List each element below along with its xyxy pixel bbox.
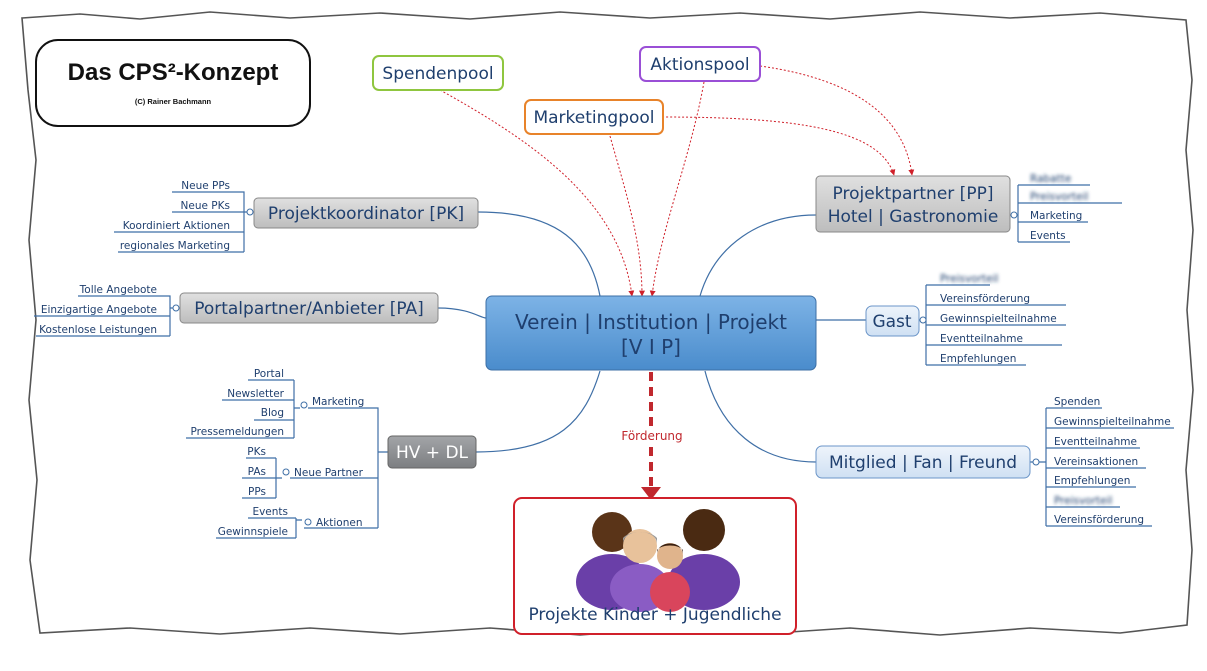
foerderung-label: Förderung bbox=[621, 429, 682, 443]
pa-item: Tolle Angebote bbox=[79, 284, 157, 296]
gast-item: Eventteilnahme bbox=[940, 333, 1023, 345]
pa-item: Kostenlose Leistungen bbox=[39, 324, 157, 336]
pp-item-blurred: Rabatte bbox=[1030, 173, 1071, 185]
gast-node: Gast bbox=[865, 305, 927, 337]
hvdl-marketing-item: Blog bbox=[261, 407, 284, 419]
mitglied-item: Spenden bbox=[1054, 396, 1100, 408]
pk-node: Projektkoordinator [PK] bbox=[246, 197, 479, 229]
gast-item: Gewinnspielteilnahme bbox=[940, 313, 1057, 325]
kinder-label: Projekte Kinder + Jugendliche bbox=[528, 605, 781, 625]
mitglied-item: Vereinsförderung bbox=[1054, 514, 1144, 526]
pk-item: regionales Marketing bbox=[120, 240, 230, 252]
gast-label: Gast bbox=[872, 312, 911, 332]
pa-node: Portalpartner/Anbieter [PA] bbox=[172, 292, 439, 324]
hvdl-marketing-item: Pressemeldungen bbox=[191, 426, 284, 438]
mitglied-item: Gewinnspielteilnahme bbox=[1054, 416, 1171, 428]
pp-items: Rabatte Preisvorteil Marketing Events bbox=[1030, 173, 1088, 242]
connector-pk bbox=[477, 211, 601, 297]
pool-marketing-label: Marketingpool bbox=[533, 108, 654, 128]
pp-item: Marketing bbox=[1030, 210, 1082, 222]
pk-item: Neue PKs bbox=[181, 200, 230, 212]
pool-marketing: Marketingpool bbox=[524, 99, 664, 135]
hvdl-aktionen-label: Aktionen bbox=[316, 517, 363, 529]
pp-item-blurred: Preisvorteil bbox=[1030, 191, 1088, 203]
mitglied-item: Empfehlungen bbox=[1054, 475, 1130, 487]
pa-item: Einzigartige Angebote bbox=[41, 304, 157, 316]
hvdl-marketing-label: Marketing bbox=[312, 396, 364, 408]
mitglied-items: Spenden Gewinnspielteilnahme Eventteilna… bbox=[1054, 396, 1171, 526]
pp-line2: Hotel | Gastronomie bbox=[828, 207, 999, 227]
hvdl-marketing-item: Newsletter bbox=[227, 388, 284, 400]
pk-label: Projektkoordinator [PK] bbox=[268, 204, 464, 224]
hvdl-partner-item: PPs bbox=[248, 486, 266, 498]
pp-node: Projektpartner [PP] Hotel | Gastronomie bbox=[815, 175, 1018, 233]
hvdl-node: HV + DL bbox=[387, 435, 477, 469]
foerderung-arrow: Förderung bbox=[616, 372, 688, 500]
hvdl-aktionen-item: Events bbox=[252, 506, 288, 518]
center-line1: Verein | Institution | Projekt bbox=[515, 310, 787, 334]
pk-item: Neue PPs bbox=[181, 180, 230, 192]
gast-item-blurred: Preisvorteil bbox=[940, 273, 998, 285]
hvdl-partner-item: PAs bbox=[248, 466, 266, 478]
hvdl-marketing-item: Portal bbox=[254, 368, 284, 380]
pa-items: Tolle Angebote Einzigartige Angebote Kos… bbox=[39, 284, 157, 336]
mitglied-node: Mitglied | Fan | Freund bbox=[815, 445, 1040, 479]
mitglied-label: Mitglied | Fan | Freund bbox=[829, 453, 1017, 473]
hvdl-subitems: Marketing Portal Newsletter Blog Pressem… bbox=[191, 368, 365, 538]
mitglied-item: Vereinsaktionen bbox=[1054, 456, 1138, 468]
pool-arrows bbox=[439, 65, 915, 297]
people-icon bbox=[576, 509, 740, 612]
diagram-author: (C) Rainer Bachmann bbox=[135, 97, 212, 106]
hvdl-label: HV + DL bbox=[396, 443, 469, 463]
mitglied-item-blurred: Preisvorteil bbox=[1054, 495, 1112, 507]
pa-label: Portalpartner/Anbieter [PA] bbox=[194, 299, 424, 319]
center-line2: [V I P] bbox=[621, 335, 681, 359]
diagram-title: Das CPS²-Konzept bbox=[68, 59, 279, 86]
title-box: Das CPS²-Konzept (C) Rainer Bachmann bbox=[35, 39, 311, 127]
pool-spenden: Spendenpool bbox=[372, 55, 504, 91]
mitglied-item: Eventteilnahme bbox=[1054, 436, 1137, 448]
pp-line1: Projektpartner [PP] bbox=[833, 184, 994, 204]
kinder-node: Projekte Kinder + Jugendliche bbox=[513, 497, 797, 635]
pk-item: Koordiniert Aktionen bbox=[123, 220, 230, 232]
connector-pp bbox=[699, 214, 817, 297]
pool-spenden-label: Spendenpool bbox=[382, 64, 493, 84]
hvdl-aktionen-item: Gewinnspiele bbox=[218, 526, 288, 538]
pp-item: Events bbox=[1030, 230, 1066, 242]
connector-mitglied bbox=[704, 370, 817, 463]
connector-pa bbox=[437, 307, 487, 319]
hvdl-partner-item: PKs bbox=[247, 446, 266, 458]
gast-item: Vereinsförderung bbox=[940, 293, 1030, 305]
gast-items: Preisvorteil Vereinsförderung Gewinnspie… bbox=[940, 273, 1057, 365]
gast-item: Empfehlungen bbox=[940, 353, 1016, 365]
pk-items: Neue PPs Neue PKs Koordiniert Aktionen r… bbox=[120, 180, 230, 252]
hvdl-partner-label: Neue Partner bbox=[294, 467, 364, 479]
pool-aktion-label: Aktionspool bbox=[650, 55, 749, 75]
connector-hvdl bbox=[475, 370, 601, 453]
center-node: Verein | Institution | Projekt [V I P] bbox=[485, 295, 817, 371]
pool-aktion: Aktionspool bbox=[639, 46, 761, 82]
